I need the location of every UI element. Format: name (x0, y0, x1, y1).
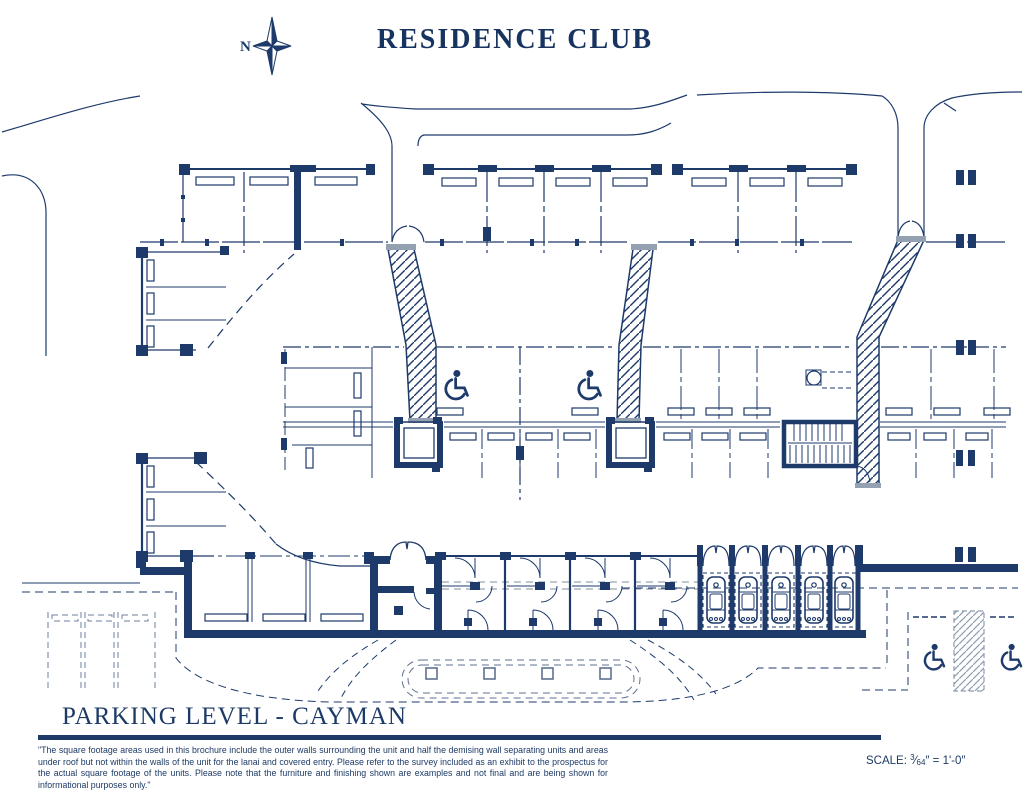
plan-title: PARKING LEVEL - CAYMAN (62, 703, 407, 730)
stairs-icon (781, 419, 859, 469)
wheelchair-accessible-icon (923, 642, 946, 671)
project-title: RESIDENCE CLUB (376, 24, 654, 55)
ramp-hatch-band (386, 244, 438, 423)
access-roads (1, 91, 1023, 356)
car-top-view-icon (734, 572, 762, 628)
future-parking-stalls (47, 612, 156, 690)
compass-rose-icon (252, 16, 292, 76)
scale-fraction: 3⁄64 (910, 753, 926, 767)
aisle-line-north (140, 234, 1008, 248)
scale-suffix: ″ = 1'-0″ (925, 755, 966, 767)
landscape-island (401, 659, 641, 699)
scale-label: SCALE: (866, 755, 907, 767)
wheelchair-accessible-icon (444, 368, 469, 401)
car-top-view-icon (767, 572, 795, 628)
parking-block-west-upper (136, 246, 229, 356)
parking-row-north (179, 164, 976, 253)
motor-court (22, 587, 1023, 703)
car-top-view-icon (800, 572, 828, 628)
garage-ramps (386, 236, 926, 488)
ramp-hatch-band (855, 236, 926, 488)
elevator-icon (606, 417, 654, 472)
disclaimer-text: "The square footage areas used in this b… (38, 745, 608, 790)
north-compass: N (240, 16, 292, 76)
service-rooms (435, 552, 700, 631)
scale-note: SCALE: 3⁄64″ = 1'-0″ (866, 753, 965, 767)
wheelchair-accessible-icon (1000, 642, 1023, 671)
drive-curves (195, 253, 370, 567)
north-label: N (240, 39, 251, 55)
interior-parking-stalls (192, 552, 374, 622)
parking-block-west-lower (136, 452, 226, 562)
ramp-hatch-band (615, 244, 657, 423)
elevator-icon (394, 417, 442, 472)
car-top-view-icon (702, 572, 730, 628)
accessible-parking-symbols (444, 368, 602, 401)
title-underline (38, 735, 881, 740)
accessible-parking-zone (622, 587, 1023, 692)
entry-vestibule (370, 541, 442, 632)
aisle-line-middle (283, 421, 1006, 428)
building-strip (22, 541, 1018, 638)
car-top-view-icon (830, 572, 858, 628)
private-garages (697, 545, 863, 630)
parking-row-middle-lower (449, 429, 993, 478)
wheelchair-accessible-icon (577, 368, 602, 401)
parking-stalls-middle-left (281, 347, 373, 478)
